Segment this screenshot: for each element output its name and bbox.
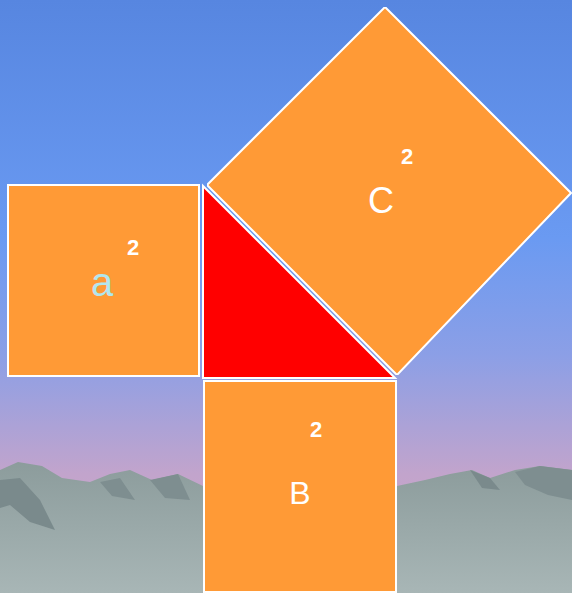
exponent-label: 2 bbox=[127, 237, 139, 259]
mountains-left bbox=[0, 462, 203, 593]
side-label: a bbox=[91, 262, 113, 302]
mountain-shadow bbox=[0, 478, 55, 530]
exponent-label: 2 bbox=[310, 419, 322, 441]
mountain-shadow bbox=[100, 478, 135, 500]
side-label: B bbox=[289, 477, 310, 509]
square-shape bbox=[207, 7, 571, 375]
mountain-shadow bbox=[150, 474, 190, 500]
square-box: C2 bbox=[207, 7, 572, 375]
mountain-shadow bbox=[515, 466, 572, 500]
square-box: B2 bbox=[203, 380, 397, 593]
mountains-right bbox=[397, 466, 572, 593]
mountain-shadow bbox=[470, 470, 500, 490]
side-label: C bbox=[368, 183, 394, 219]
exponent-label: 2 bbox=[401, 146, 413, 168]
square-box: a2 bbox=[7, 184, 200, 377]
